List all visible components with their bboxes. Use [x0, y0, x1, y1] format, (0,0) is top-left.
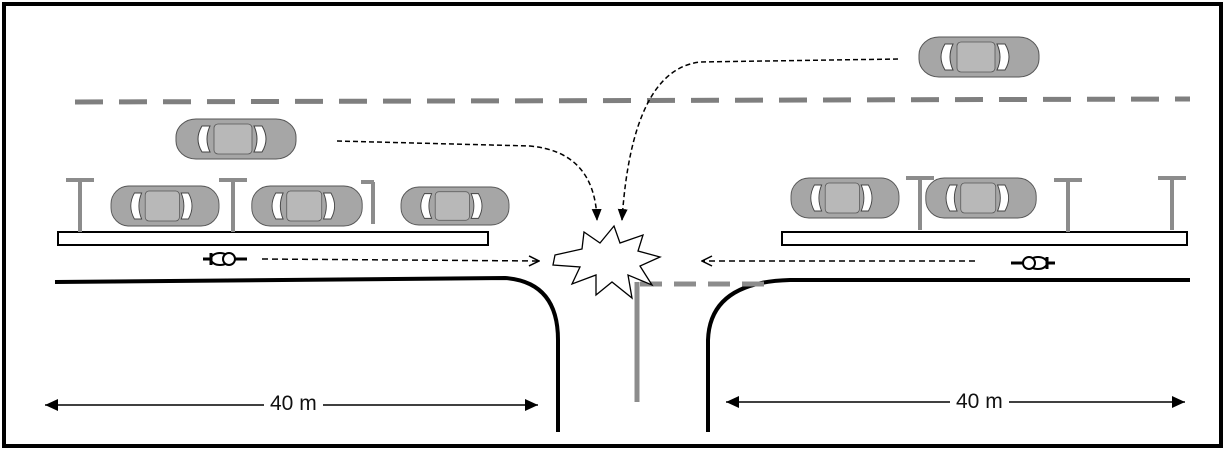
- parked-car-2: [251, 185, 363, 227]
- cyclist-left: [201, 251, 249, 267]
- dimension-arrowhead-left-start: [45, 399, 58, 411]
- parked-car-1: [110, 185, 220, 227]
- pole-left-1: [64, 178, 96, 234]
- road-edge-right: [706, 278, 1190, 432]
- lane-divider: [74, 96, 1191, 105]
- collision-burst: [552, 224, 662, 300]
- pole-left-3: [361, 180, 375, 224]
- curb-island-right: [781, 231, 1188, 246]
- path-car-top-to-collision: [617, 58, 899, 221]
- dimension-arrowhead-right-start: [726, 396, 739, 408]
- pole-left-2: [217, 178, 249, 234]
- dimension-label-left: 40 m: [264, 392, 323, 416]
- pole-right-2: [1052, 178, 1084, 234]
- dimension-label-right: 40 m: [950, 390, 1009, 414]
- parked-car-3: [400, 186, 510, 226]
- curb-island-left: [57, 231, 489, 246]
- cyclist-right: [1009, 255, 1057, 271]
- path-cyclist-left: [261, 259, 538, 261]
- dimension-arrowhead-left-end: [525, 399, 538, 411]
- car-moving-left: [175, 118, 297, 160]
- path-car-left-to-collision: [336, 140, 602, 221]
- parked-car-4: [790, 177, 900, 219]
- parked-car-5: [925, 177, 1037, 219]
- road-edge-left: [54, 275, 560, 432]
- dimension-arrowhead-right-end: [1172, 396, 1185, 408]
- car-top-right: [918, 36, 1040, 78]
- pole-right-3: [1156, 176, 1188, 232]
